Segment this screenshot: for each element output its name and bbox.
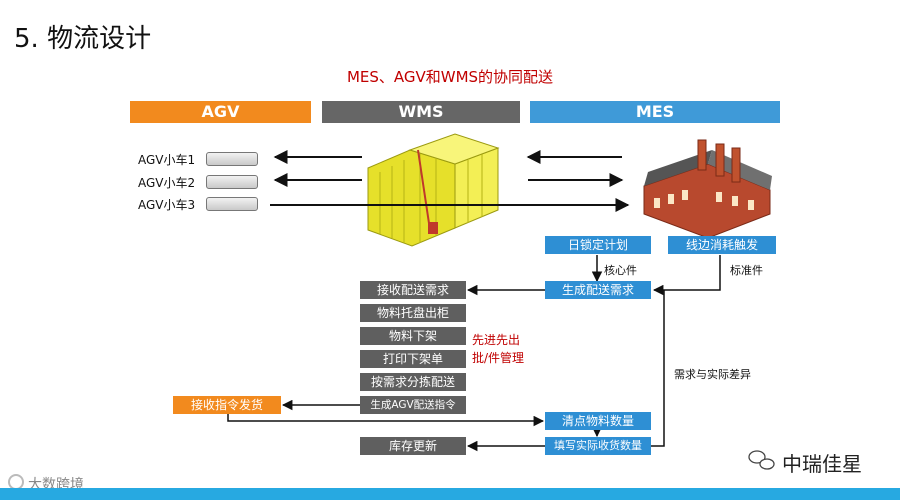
core-parts-note: 核心件 (604, 264, 637, 277)
footer-bar (0, 488, 900, 500)
pallet-out-box: 物料托盘出柜 (360, 304, 466, 322)
agv-car-2-icon (206, 175, 258, 189)
wms-band: WMS (322, 101, 520, 123)
wechat-icon (748, 450, 775, 470)
diagram-title: MES、AGV和WMS的协同配送 (346, 68, 554, 86)
agv-car-2-label: AGV小车2 (138, 176, 196, 190)
agv-car-1-icon (206, 152, 258, 166)
warehouse-icon (367, 133, 500, 247)
fifo-note-line-2: 批/件管理 (472, 351, 525, 365)
watermark-left-logo-icon (8, 474, 24, 490)
watermark-right: 中瑞佳星 (782, 452, 862, 476)
fifo-note: 先进先出 批/件管理 (472, 331, 524, 367)
print-order-box: 打印下架单 (360, 350, 466, 368)
factory-icon (643, 139, 772, 239)
receive-cmd-box: 接收指令发货 (173, 396, 281, 414)
fifo-note-line-1: 先进先出 (472, 333, 521, 347)
agv-car-3-icon (206, 197, 258, 211)
sort-dispatch-box: 按需求分拣配送 (360, 373, 466, 391)
mes-band: MES (530, 101, 780, 123)
generate-demand-box: 生成配送需求 (545, 281, 651, 299)
agv-band: AGV (130, 101, 311, 123)
count-material-box: 清点物料数量 (545, 412, 651, 430)
gen-agv-cmd-box: 生成AGV配送指令 (360, 396, 466, 414)
agv-car-1-label: AGV小车1 (138, 153, 196, 167)
fill-receipt-box: 填写实际收货数量 (545, 437, 651, 455)
line-consume-box: 线边消耗触发 (668, 236, 776, 254)
lock-plan-box: 日锁定计划 (545, 236, 651, 254)
agv-car-3-label: AGV小车3 (138, 198, 196, 212)
inventory-update-box: 库存更新 (360, 437, 466, 455)
page-heading: 5. 物流设计 (14, 24, 152, 54)
demand-diff-note: 需求与实际差异 (674, 368, 751, 381)
material-off-box: 物料下架 (360, 327, 466, 345)
std-parts-note: 标准件 (730, 264, 763, 277)
receive-demand-box: 接收配送需求 (360, 281, 466, 299)
